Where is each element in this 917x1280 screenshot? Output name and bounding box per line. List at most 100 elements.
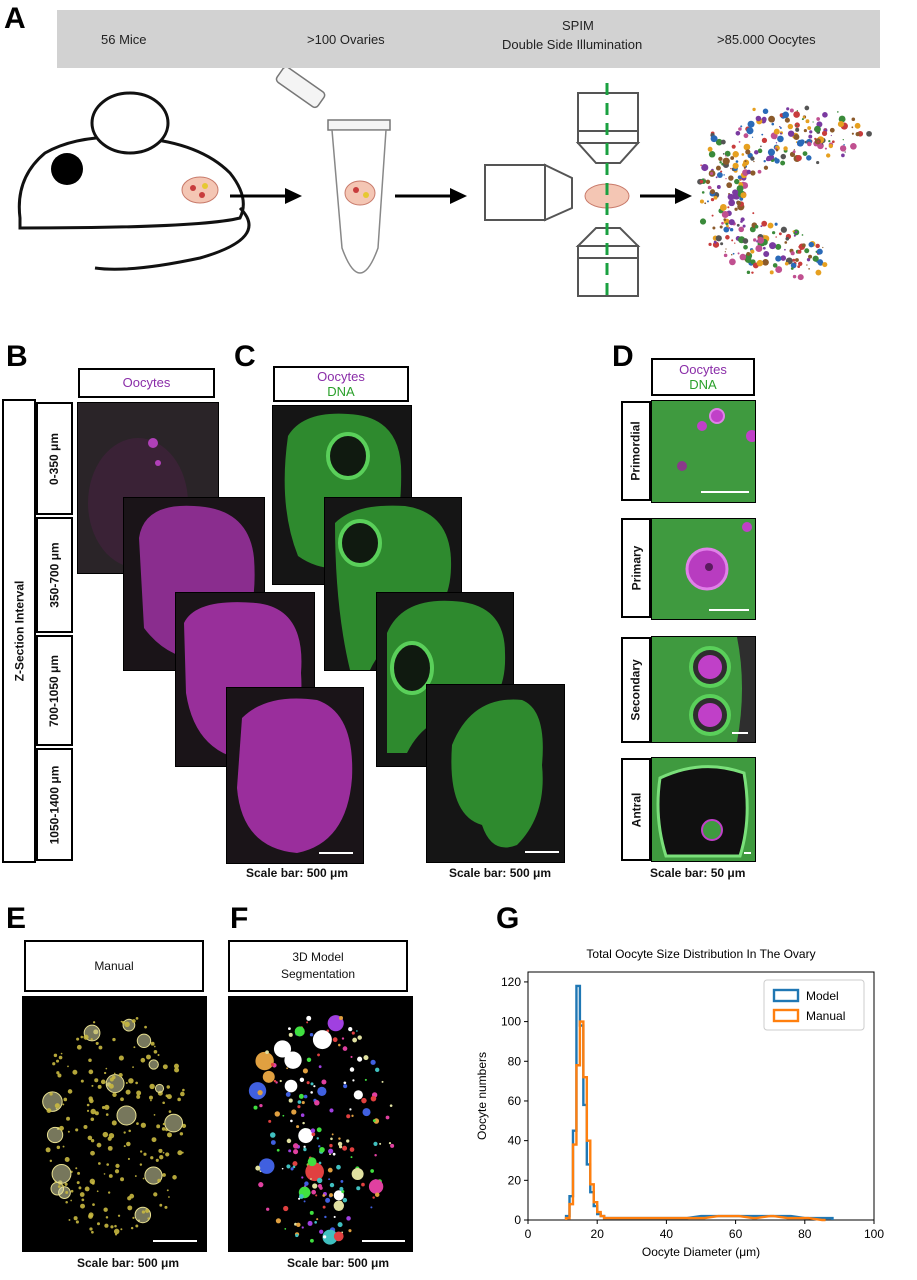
segmented-oocyte [352, 1037, 358, 1043]
segmented-oocyte [275, 1218, 281, 1224]
legend-label: Manual [806, 1009, 845, 1023]
segmented-oocyte [75, 1128, 79, 1132]
segmented-oocyte [120, 1020, 123, 1023]
cloud-point [753, 160, 755, 163]
cloud-point [753, 238, 757, 242]
segmented-oocyte [314, 1221, 317, 1224]
segmented-oocyte [388, 1141, 392, 1145]
segmented-oocyte [166, 1094, 172, 1100]
segmented-oocyte [310, 1128, 316, 1133]
segmented-oocyte [120, 1177, 125, 1182]
segmented-oocyte [389, 1104, 393, 1107]
segmented-oocyte [255, 1165, 261, 1171]
segmented-oocyte [351, 1114, 354, 1117]
segmented-oocyte [45, 1147, 51, 1153]
cloud-point [782, 111, 790, 119]
cloud-point [822, 112, 828, 118]
segmented-oocyte [70, 1199, 72, 1202]
scale-label-e: Scale bar: 500 μm [77, 1256, 180, 1270]
segmented-oocyte [329, 1143, 333, 1148]
segmented-oocyte [79, 1192, 85, 1197]
segmented-oocyte [348, 1229, 352, 1233]
segmented-oocyte [301, 1226, 304, 1229]
cloud-point [723, 253, 728, 258]
segmented-oocyte [61, 1184, 64, 1187]
segmented-oocyte [78, 1186, 82, 1190]
cloud-point [739, 253, 747, 261]
cloud-point [731, 253, 733, 256]
panel-f-header: 3D Model Segmentation [228, 940, 408, 992]
segmented-oocyte [302, 1068, 308, 1074]
segmented-oocyte [317, 1086, 327, 1096]
segmented-oocyte [351, 1031, 355, 1035]
cloud-point [816, 248, 823, 255]
cloud-point [837, 111, 839, 113]
cloud-point [766, 155, 772, 162]
segmented-oocyte [117, 1214, 121, 1217]
segmented-oocyte [67, 1089, 73, 1094]
cloud-point [802, 116, 806, 119]
segmented-oocyte [90, 1150, 95, 1156]
segmented-oocyte [53, 1053, 58, 1058]
cloud-point [710, 135, 718, 143]
segmented-oocyte [89, 1227, 93, 1231]
segmented-oocyte [337, 1222, 343, 1228]
segmented-oocyte [284, 1079, 298, 1093]
cloud-point [795, 155, 802, 162]
dna-label: DNA [689, 377, 717, 392]
cloud-point [775, 266, 783, 273]
cloud-point [757, 169, 762, 174]
cloud-point [822, 262, 828, 268]
cloud-point [808, 268, 810, 270]
segmented-oocyte [76, 1037, 80, 1041]
cloud-point [763, 160, 766, 163]
segmented-oocyte [346, 1114, 351, 1119]
cloud-point [841, 153, 845, 158]
cloud-point [735, 160, 739, 163]
segmented-oocyte [100, 1079, 106, 1085]
cloud-point [789, 151, 796, 157]
segmented-oocyte [370, 1059, 376, 1065]
cloud-point [772, 231, 776, 235]
cloud-point [777, 135, 784, 143]
cloud-point [866, 130, 872, 137]
cloud-point [713, 195, 718, 200]
segmented-oocyte [270, 1140, 276, 1145]
segmented-oocyte [177, 1097, 181, 1102]
segmented-oocyte [162, 1151, 165, 1154]
spim-illustration [484, 83, 641, 303]
segmented-oocyte [103, 1071, 107, 1075]
segmented-oocyte [98, 1045, 103, 1050]
legend-swatch [772, 988, 800, 1003]
cloud-point [709, 189, 716, 195]
cloud-point [746, 251, 751, 256]
segmented-oocyte [135, 1081, 138, 1085]
segmented-oocyte [114, 1224, 117, 1228]
segmented-oocyte [253, 1105, 258, 1110]
segmented-oocyte [356, 1030, 358, 1032]
segmented-oocyte [68, 1219, 71, 1221]
segmented-oocyte [180, 1091, 185, 1097]
panel-c-header: Oocytes DNA [273, 366, 409, 402]
segmented-oocyte [314, 1100, 320, 1106]
oocyte-point-cloud [697, 105, 872, 281]
cloud-point [769, 242, 777, 250]
segmented-oocyte [157, 1178, 161, 1183]
segmented-oocyte [310, 1178, 312, 1180]
cloud-point [761, 220, 768, 227]
segmented-oocyte [288, 1027, 291, 1031]
segmented-oocyte [295, 1233, 299, 1238]
cloud-point [797, 274, 804, 281]
scale-label-d: Scale bar: 50 μm [650, 866, 746, 880]
y-tick-label: 0 [514, 1213, 521, 1227]
banner-oocytes: >85.000 Oocytes [717, 32, 816, 47]
segmented-oocyte [91, 1230, 94, 1234]
segmented-oocyte [285, 1091, 291, 1097]
segmented-oocyte [372, 1196, 375, 1199]
cloud-point [734, 207, 738, 211]
oocytes-label: Oocytes [122, 375, 171, 390]
cloud-point [734, 242, 736, 244]
cloud-point [790, 251, 795, 256]
cloud-point [699, 179, 704, 184]
cloud-point [699, 199, 704, 204]
